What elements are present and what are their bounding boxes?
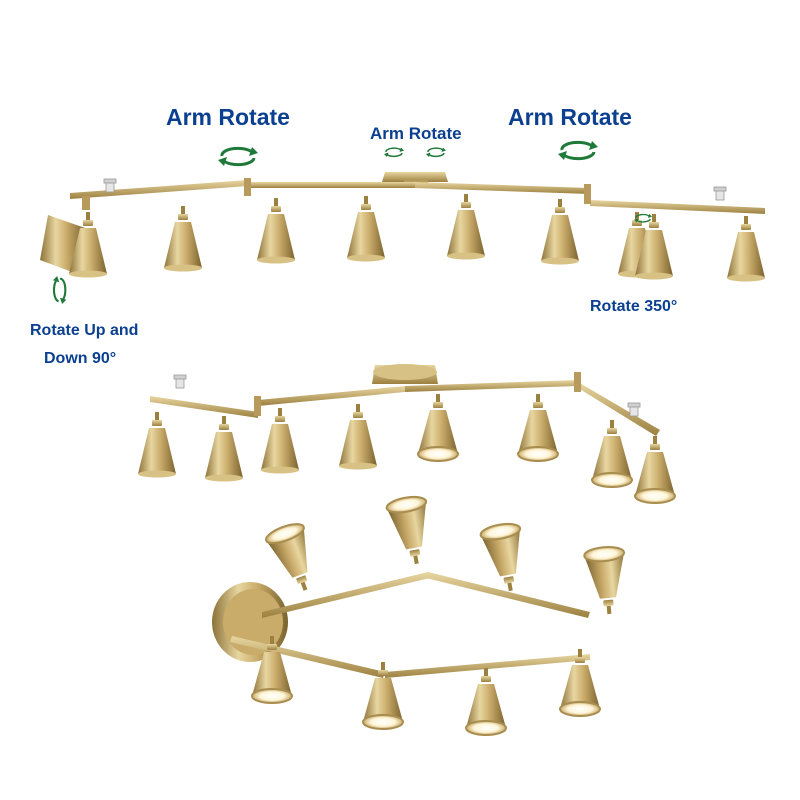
swivel-arrows-icon — [425, 146, 447, 158]
swivel-arrows-icon — [383, 146, 405, 158]
fixture-top — [40, 172, 765, 282]
rotate-arrows-icon — [216, 145, 260, 168]
rotate-arrows-icon — [51, 274, 68, 306]
arm-rotate-right-label: Arm Rotate — [508, 104, 632, 130]
knob-icon — [713, 186, 727, 201]
fixture-middle — [138, 364, 676, 504]
arm-rotate-left-label: Arm Rotate — [166, 104, 290, 130]
rotate-350-label: Rotate 350° — [590, 298, 678, 315]
knob-icon — [103, 178, 117, 193]
fixture-bottom — [212, 493, 631, 736]
rotate-arrows-icon — [556, 139, 600, 162]
arm-rotate-center-label: Arm Rotate — [370, 124, 462, 143]
rotate-up-down-label-line1: Rotate Up and — [30, 322, 139, 339]
rotate-up-down-label-line2: Down 90° — [44, 350, 117, 367]
knob-icon — [627, 402, 641, 417]
knob-icon — [173, 374, 187, 389]
